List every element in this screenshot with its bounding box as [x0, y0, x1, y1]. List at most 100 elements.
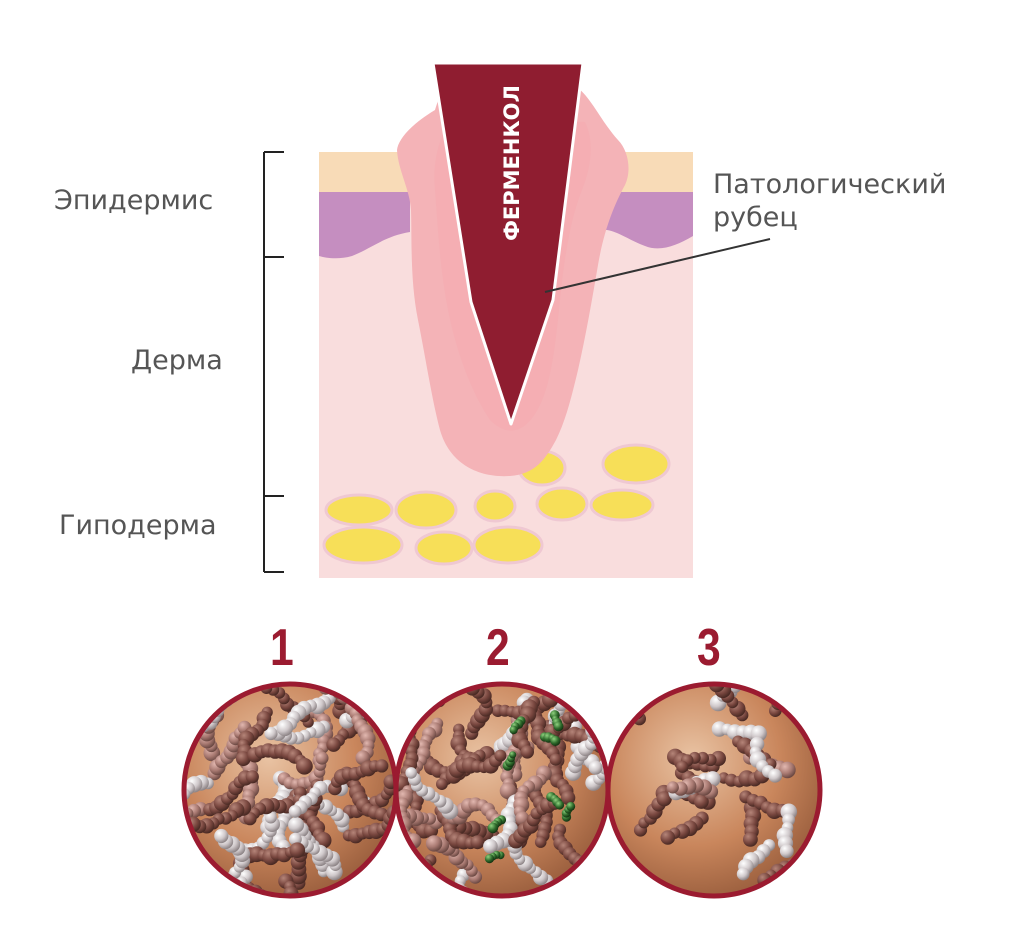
molecule-sphere: [358, 666, 372, 680]
molecule-sphere: [484, 854, 495, 864]
molecule-sphere: [666, 781, 679, 794]
molecule-sphere: [694, 794, 709, 809]
molecule-sphere: [361, 877, 376, 891]
molecule-sphere: [415, 864, 426, 876]
molecule-sphere: [625, 684, 642, 696]
molecule-sphere: [624, 684, 637, 687]
molecule-sphere: [288, 922, 300, 934]
molecule-sphere: [396, 707, 398, 725]
molecule-sphere: [375, 759, 389, 773]
stage-circle-3[interactable]: [605, 668, 823, 899]
molecule-sphere: [436, 778, 448, 790]
molecule-sphere: [553, 721, 564, 732]
molecule-sphere: [287, 915, 299, 927]
molecule-sphere: [429, 684, 443, 688]
molecule-sphere: [290, 928, 304, 942]
molecule-sphere: [779, 844, 794, 858]
molecule-sphere: [206, 873, 223, 890]
molecule-sphere: [472, 908, 487, 923]
molecule-sphere: [289, 832, 302, 846]
molecule-sphere: [588, 760, 603, 775]
molecule-sphere: [329, 903, 342, 916]
molecule-sphere: [202, 874, 214, 887]
molecule-sphere: [470, 835, 485, 850]
stage-number-2: 2: [486, 619, 510, 677]
molecule-sphere: [550, 661, 565, 676]
molecule-sphere: [628, 696, 643, 711]
molecule-sphere: [405, 767, 418, 779]
molecule-sphere: [359, 684, 372, 693]
molecule-sphere: [630, 689, 642, 702]
molecule-sphere: [425, 835, 443, 852]
molecule-sphere: [483, 839, 498, 854]
molecule-sphere: [743, 832, 758, 847]
label-epidermis: Эпидермис: [54, 185, 214, 216]
molecule-sphere: [560, 790, 576, 805]
molecule-sphere: [154, 797, 170, 813]
molecule-sphere: [372, 690, 385, 703]
molecule-sphere: [155, 802, 169, 816]
molecule-sphere: [586, 862, 599, 876]
molecule-sphere: [165, 794, 181, 810]
molecule-sphere: [146, 786, 162, 802]
molecule-sphere: [405, 650, 420, 665]
molecule-sphere: [264, 726, 278, 741]
molecule-sphere: [676, 760, 689, 773]
molecule-sphere: [396, 704, 404, 720]
molecule-sphere: [160, 803, 174, 817]
molecule-sphere: [315, 751, 329, 765]
stage-circle-1[interactable]: [146, 656, 419, 942]
molecule-sphere: [235, 751, 251, 767]
molecule-sphere: [779, 761, 796, 779]
molecule-sphere: [769, 684, 785, 695]
molecule-sphere: [396, 857, 409, 873]
molecule-sphere: [193, 874, 209, 891]
molecule-sphere: [396, 856, 401, 869]
molecule-sphere: [398, 860, 415, 878]
molecule-sphere: [553, 684, 566, 689]
molecule-sphere: [509, 751, 517, 759]
molecule-sphere: [427, 666, 443, 682]
basal-layer-left: [319, 192, 410, 259]
molecule-sphere: [555, 800, 565, 810]
layer-bracket: [263, 151, 284, 573]
molecule-sphere: [355, 880, 371, 896]
molecule-sphere: [339, 893, 354, 896]
molecule-sphere: [214, 828, 229, 844]
molecule-sphere: [376, 710, 389, 723]
molecule-sphere: [243, 812, 257, 826]
scar-callout: Патологический рубец: [713, 168, 946, 234]
molecule-sphere: [288, 805, 302, 818]
molecule-sphere: [660, 830, 676, 845]
fat-cells: [322, 443, 671, 566]
molecule-sphere: [351, 656, 363, 668]
molecule-sphere: [364, 690, 379, 705]
ferment-arrow[interactable]: [431, 61, 585, 426]
molecule-sphere: [339, 664, 353, 678]
molecule-sphere: [345, 659, 358, 672]
molecule-sphere: [413, 865, 421, 874]
molecule-sphere: [165, 804, 181, 820]
molecule-sphere: [356, 693, 369, 706]
molecule-sphere: [396, 702, 411, 720]
molecule-sphere: [736, 867, 750, 881]
stage-number-1: 1: [270, 619, 294, 677]
molecule-sphere: [345, 889, 359, 896]
stage-number-3: 3: [697, 619, 721, 677]
molecule-sphere: [358, 686, 374, 701]
molecule-sphere: [407, 699, 424, 716]
molecule-sphere: [553, 684, 570, 698]
molecule-sphere: [410, 653, 427, 670]
molecule-sphere: [365, 871, 382, 888]
molecule-sphere: [509, 725, 518, 735]
molecule-sphere: [458, 894, 472, 896]
molecule-sphere: [432, 688, 444, 700]
molecule-sphere: [422, 660, 437, 675]
molecule-sphere: [419, 658, 430, 669]
molecule-sphere: [326, 737, 341, 752]
molecule-sphere: [408, 861, 419, 872]
stage-circle-2[interactable]: [360, 650, 625, 923]
molecule-sphere: [765, 684, 780, 689]
basal-layer-right: [600, 192, 693, 249]
